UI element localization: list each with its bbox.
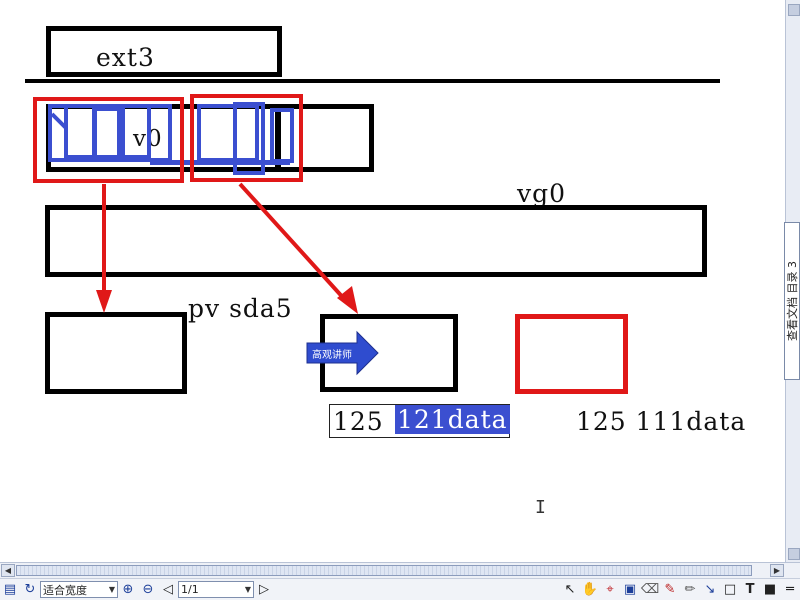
zoom-select[interactable]: 适合宽度 ▼ — [40, 581, 118, 598]
arrow-layer — [96, 182, 379, 376]
chevron-down-icon: ▼ — [108, 585, 115, 594]
filesystem-divider-line — [25, 79, 720, 83]
vg0-label: vg0 — [517, 179, 567, 208]
document-canvas: ext3 v0 vg0 pv sda5 高观讲师 125 — [25, 26, 747, 518]
pencil-icon[interactable]: ✏ — [684, 582, 696, 597]
page-select-value: 1/1 — [181, 583, 199, 596]
pe-box — [93, 107, 121, 159]
scroll-left-icon[interactable]: ◀ — [1, 564, 15, 577]
zoom-tool-icon[interactable]: ⌖ — [606, 582, 614, 597]
ext3-label: ext3 — [96, 43, 155, 72]
page-select[interactable]: 1/1 ▼ — [178, 581, 254, 598]
chevron-down-icon: ▼ — [244, 585, 251, 594]
blue-block-arrow — [306, 330, 379, 376]
pv-label: pv sda5 — [188, 294, 293, 323]
lv-box-divider — [275, 110, 281, 168]
ext3-box — [46, 26, 282, 77]
pen-icon[interactable]: ✎ — [664, 582, 676, 597]
rectangle-tool-icon[interactable]: □ — [723, 582, 737, 597]
pe-box — [233, 102, 265, 175]
hand-tool-icon[interactable]: ✋ — [581, 582, 599, 597]
zoom-select-value: 适合宽度 — [43, 583, 87, 597]
scrollbar-thumb[interactable] — [16, 565, 752, 576]
pe-underline — [150, 160, 290, 165]
text-cursor-icon: I — [535, 497, 546, 518]
rotate-icon[interactable]: ↻ — [24, 582, 36, 597]
next-page-icon[interactable]: ▷ — [259, 582, 269, 597]
scroll-right-icon[interactable]: ▶ — [770, 564, 784, 577]
sidebar-tab[interactable]: 查看文档 目录 3 — [784, 222, 800, 380]
arrow-tooltip-text: 高观讲师 — [312, 350, 352, 361]
pv-box-3-red — [515, 314, 628, 394]
document-icon[interactable]: ▤ — [3, 582, 17, 597]
data-label-1-num: 125 — [333, 407, 384, 436]
text-tool-icon[interactable]: T — [745, 582, 755, 597]
bottom-toolbar: ▤ ↻ 适合宽度 ▼ ⊕ ⊖ ◁ 1/1 ▼ ▷ ↖ ✋ ⌖ ▣ ⌫ ✎ ✏ ↘ □… — [0, 578, 800, 600]
sidebar-grip-icon[interactable] — [788, 548, 800, 560]
data-label-1-selected[interactable]: 121data — [395, 405, 510, 434]
snapshot-icon[interactable]: ▣ — [623, 582, 637, 597]
fill-color-icon[interactable]: ■ — [763, 582, 777, 597]
eraser-icon[interactable]: ⌫ — [640, 582, 660, 597]
vg0-box — [45, 205, 707, 277]
line-width-icon[interactable]: ═ — [786, 582, 794, 597]
red-arrow-left — [96, 184, 112, 313]
pe-box — [197, 104, 259, 162]
zoom-in-icon[interactable]: ⊕ — [122, 582, 134, 597]
sidebar-tab-label: 查看文档 目录 3 — [786, 261, 799, 341]
pe-box — [48, 104, 172, 162]
horizontal-scrollbar[interactable]: ◀ ▶ — [0, 562, 800, 578]
select-cursor-icon[interactable]: ↖ — [564, 582, 576, 597]
line-tool-icon[interactable]: ↘ — [704, 582, 716, 597]
highlight-box-left — [33, 97, 184, 183]
sidebar-grip-icon[interactable] — [788, 4, 800, 16]
pe-box — [270, 108, 294, 163]
pv-box-1 — [45, 312, 187, 394]
data-label-2: 125 111data — [576, 407, 747, 436]
red-arrow-right — [238, 182, 358, 314]
highlight-box-right — [190, 94, 303, 182]
prev-page-icon[interactable]: ◁ — [163, 582, 173, 597]
pe-box — [121, 104, 151, 159]
zoom-out-icon[interactable]: ⊖ — [142, 582, 154, 597]
